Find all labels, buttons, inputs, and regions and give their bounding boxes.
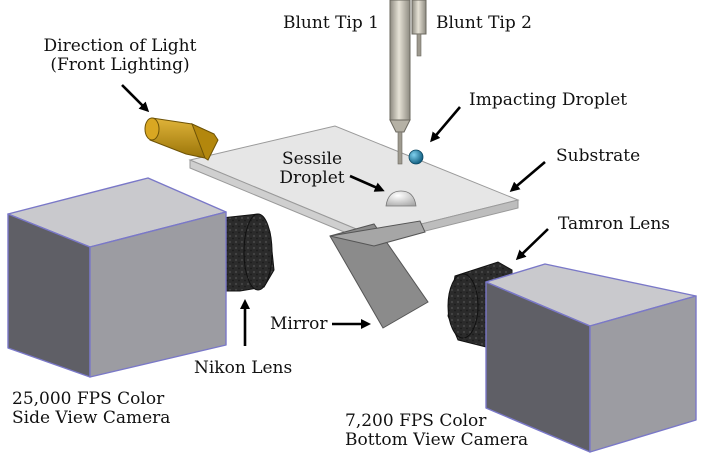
annotation-arrows <box>121 84 549 346</box>
label-side-camera-line2: Side View Camera <box>12 408 171 428</box>
side-view-camera <box>7 177 275 378</box>
blunt-tip-2-needle <box>411 0 427 57</box>
label-bottom-camera-line2: Bottom View Camera <box>345 430 529 450</box>
label-sessile-droplet: Sessile Droplet <box>272 150 352 188</box>
impacting-droplet <box>408 149 424 165</box>
sessile-droplet <box>385 190 417 207</box>
label-side-view-camera: 25,000 FPS Color Side View Camera <box>12 390 170 428</box>
label-bottom-view-camera: 7,200 FPS Color Bottom View Camera <box>345 412 528 450</box>
arrow-impacting-droplet <box>430 106 461 143</box>
label-substrate: Substrate <box>556 146 641 166</box>
arrow-direction-of-light <box>121 84 150 113</box>
label-direction-of-light: Direction of Light (Front Lighting) <box>30 37 210 75</box>
light-source <box>144 117 219 161</box>
label-direction-of-light-line2: (Front Lighting) <box>50 55 190 75</box>
label-impacting-droplet: Impacting Droplet <box>469 90 628 110</box>
mirror <box>329 220 429 329</box>
label-bottom-camera-line1: 7,200 FPS Color <box>345 411 487 431</box>
label-side-camera-line1: 25,000 FPS Color <box>12 389 165 409</box>
label-blunt-tip-2: Blunt Tip 2 <box>436 13 532 33</box>
bottom-view-camera <box>447 261 697 453</box>
label-direction-of-light-line1: Direction of Light <box>43 36 197 56</box>
arrow-substrate <box>509 161 546 192</box>
label-blunt-tip-1: Blunt Tip 1 <box>283 13 379 33</box>
label-sessile-line1: Sessile <box>281 149 343 169</box>
label-mirror: Mirror <box>270 314 328 334</box>
arrow-sessile-droplet <box>349 174 385 192</box>
label-nikon-lens: Nikon Lens <box>194 358 293 378</box>
label-tamron-lens: Tamron Lens <box>558 214 671 234</box>
label-sessile-line2: Droplet <box>279 168 345 188</box>
blunt-tip-1-needle <box>389 0 411 165</box>
arrow-tamron-lens <box>515 228 549 261</box>
